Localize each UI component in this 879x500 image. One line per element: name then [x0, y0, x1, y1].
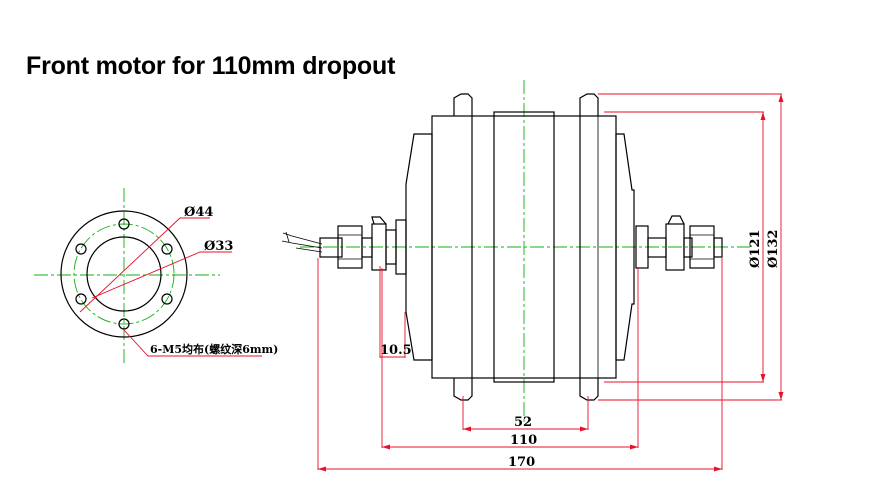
dia-44-leader	[79, 217, 210, 313]
right-cover	[615, 133, 635, 361]
bolt-circle	[73, 223, 175, 325]
dim-121-label: Ø121	[748, 230, 763, 268]
left-flange-bottom	[453, 378, 473, 401]
dia-44-label: Ø44	[184, 205, 213, 220]
motor-cable	[281, 231, 323, 253]
motor-side-view: 10.5 52 110 170 Ø121 Ø132	[281, 80, 784, 472]
page-title: Front motor for 110mm dropout	[26, 52, 396, 80]
flange-inner-circle	[86, 236, 162, 312]
dim-10-5-label: 10.5	[380, 343, 412, 358]
dim-52-label: 52	[514, 415, 532, 430]
dia-33-leader	[91, 251, 232, 299]
dimension-lines	[317, 93, 784, 472]
right-flange-top	[579, 93, 599, 116]
bolt-hole	[75, 243, 87, 255]
left-axle	[319, 216, 407, 275]
left-flange-top	[453, 93, 473, 116]
dia-33-label: Ø33	[204, 239, 233, 254]
stator-band	[493, 111, 555, 383]
flange-end-view: Ø44 Ø33 6-M5均布(螺纹深6mm)	[34, 188, 278, 365]
right-flange-bottom	[579, 378, 599, 401]
dim-132-label: Ø132	[766, 230, 781, 268]
bolt-hole	[161, 243, 173, 255]
dim-110-label: 110	[510, 433, 537, 448]
bolt-hole	[75, 293, 87, 305]
bolt-holes	[75, 218, 173, 330]
hole-note-label: 6-M5均布(螺纹深6mm)	[150, 342, 278, 356]
bolt-hole	[161, 293, 173, 305]
hole-note-leader	[123, 329, 262, 357]
bolt-hole	[118, 218, 130, 230]
flange-outer-circle	[60, 210, 188, 338]
dim-170-label: 170	[508, 455, 535, 470]
right-axle	[635, 215, 723, 271]
hub-shell	[431, 115, 617, 379]
hub-body	[405, 93, 635, 401]
bolt-hole	[118, 318, 130, 330]
